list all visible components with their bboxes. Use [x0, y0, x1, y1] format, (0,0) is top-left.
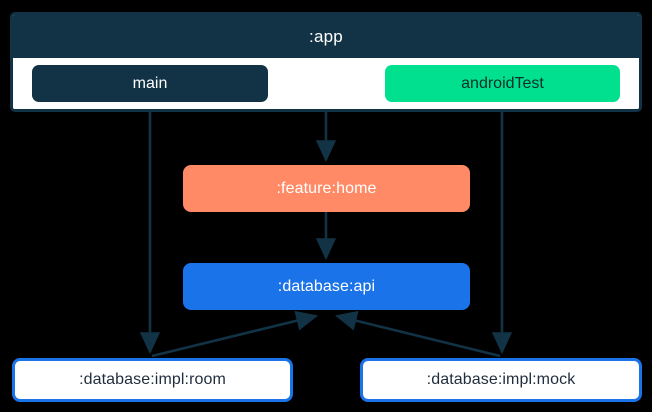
- source-set-main[interactable]: main: [32, 65, 268, 102]
- app-module-title: :app: [13, 15, 639, 58]
- edge-mock-to-api: [334, 310, 501, 358]
- node-database-api[interactable]: :database:api: [183, 263, 470, 310]
- app-source-set-row: main androidTest: [13, 58, 639, 109]
- app-module-container[interactable]: :app main androidTest: [10, 12, 642, 112]
- node-database-impl-mock[interactable]: :database:impl:mock: [360, 358, 642, 402]
- node-database-impl-room[interactable]: :database:impl:room: [12, 358, 293, 402]
- edge-room-to-api: [151, 310, 319, 358]
- source-set-androidtest[interactable]: androidTest: [385, 65, 620, 102]
- node-feature-home[interactable]: :feature:home: [183, 165, 470, 212]
